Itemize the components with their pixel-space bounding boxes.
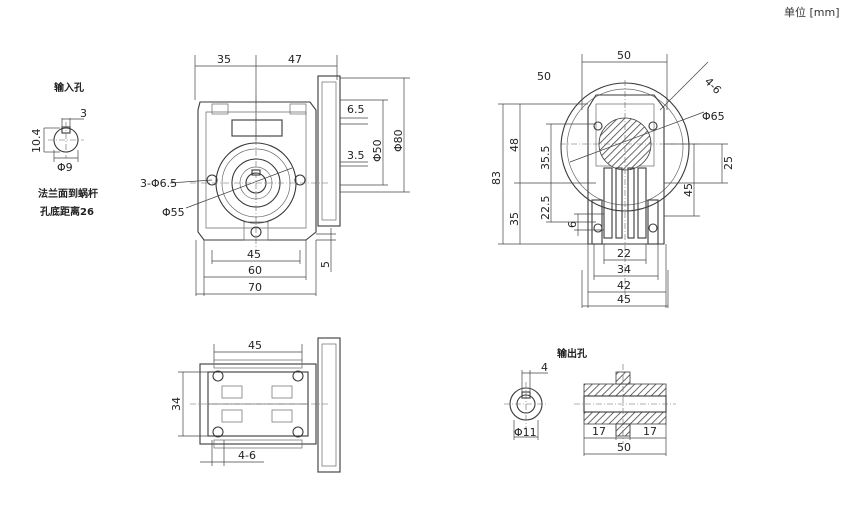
front-view: 35 47 3-Φ6.5 Φ55 6.5 (140, 53, 410, 296)
front-width-60: 60 (248, 264, 262, 277)
side-top-width: 50 (617, 49, 631, 62)
front-offset-2: 3.5 (347, 149, 365, 162)
side-width-45: 45 (617, 293, 631, 306)
side-height-22-5: 22.5 (539, 196, 552, 221)
output-hole-detail: 输出孔 4 Φ11 17 17 50 (504, 347, 676, 456)
side-circle-label: Φ65 (702, 110, 725, 123)
output-total-50: 50 (617, 441, 631, 454)
side-right-45: 45 (682, 183, 695, 197)
output-hole-title: 输出孔 (557, 347, 587, 360)
front-flange-dia-2: Φ80 (392, 129, 405, 152)
front-top-left: 35 (217, 53, 231, 66)
side-bolt-label: 4-6 (702, 75, 724, 97)
front-base-height: 5 (319, 261, 332, 268)
side-height-6: 6 (566, 221, 579, 228)
front-hole-label: 3-Φ6.5 (140, 177, 177, 190)
bottom-view: 45 34 4-6 (170, 337, 341, 473)
output-right-17: 17 (643, 425, 657, 438)
front-width-70: 70 (248, 281, 262, 294)
front-flange-dia-1: Φ50 (371, 139, 384, 162)
front-circle-label: Φ55 (162, 206, 185, 219)
side-height-83: 83 (490, 171, 503, 185)
note-line-2: 孔底距离26 (40, 205, 94, 218)
input-hole-title: 输入孔 (54, 81, 84, 94)
unit-label: 单位 [mm] (784, 5, 840, 19)
side-width-22: 22 (617, 247, 631, 260)
front-offset-1: 6.5 (347, 103, 365, 116)
input-key-width: 3 (80, 107, 87, 120)
note-line-1: 法兰面到蜗杆 (38, 187, 98, 200)
side-label-50: 50 (537, 70, 551, 83)
bottom-height-34: 34 (170, 397, 183, 411)
bottom-bolt-label: 4-6 (238, 449, 256, 462)
output-left-17: 17 (592, 425, 606, 438)
output-key-width: 4 (541, 361, 548, 374)
side-height-35-5: 35.5 (539, 146, 552, 171)
input-height: 10.4 (30, 129, 43, 154)
input-diameter: Φ9 (57, 161, 73, 174)
output-diameter: Φ11 (514, 426, 537, 439)
front-top-right: 47 (288, 53, 302, 66)
side-height-35: 35 (508, 212, 521, 226)
front-width-45: 45 (247, 248, 261, 261)
side-view: 50 50 4-6 Φ65 83 48 (490, 49, 735, 308)
bottom-top-width: 45 (248, 339, 262, 352)
side-right-25: 25 (722, 156, 735, 170)
side-width-34: 34 (617, 263, 631, 276)
side-height-48: 48 (508, 138, 521, 152)
side-width-42: 42 (617, 279, 631, 292)
input-hole-detail: 输入孔 3 10.4 Φ9 法兰面到蜗杆 孔底距离26 (30, 81, 98, 218)
